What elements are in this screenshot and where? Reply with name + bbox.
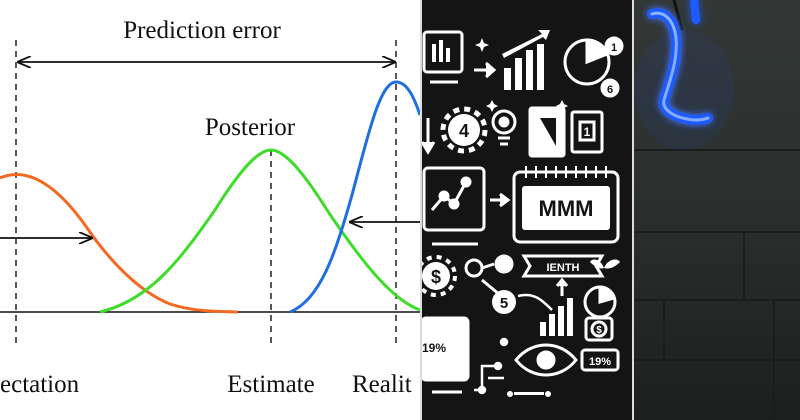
likelihood-curve [289, 80, 420, 314]
posterior-curve [99, 148, 420, 314]
sparkle-icons [475, 38, 568, 112]
pie-badge-1: 1 [611, 42, 617, 54]
network-icon [464, 254, 514, 302]
circuit-line-icon [474, 337, 509, 395]
document-icon [528, 106, 604, 158]
lightbulb-icon [491, 109, 517, 146]
estimate-label: Estimate [227, 371, 314, 398]
neon-sign-icon [647, 0, 713, 126]
connector-dots [507, 391, 551, 397]
gear-icon [440, 106, 488, 154]
neon-wire [672, 0, 684, 31]
line-chart-monitor-icon [422, 166, 486, 246]
wall-tile-lines [634, 149, 800, 420]
dollar-sign: $ [431, 267, 441, 287]
prediction-error-diagram: Prediction error Posterior ectation Esti… [0, 0, 420, 420]
diagram-canvas: Prediction error Posterior ectation Esti… [0, 17, 420, 398]
bar-chart-icon [502, 30, 550, 90]
document-number: 1 [584, 125, 591, 139]
dollar-badge-sign: $ [596, 325, 602, 336]
posterior-label: Posterior [205, 114, 296, 141]
percent-right: 19% [589, 356, 611, 368]
ribbon-icon [521, 254, 605, 296]
percent-monitor-icon [422, 316, 470, 394]
neon-sign-photo [634, 0, 800, 420]
pie-chart-icon [563, 36, 624, 98]
pie-badge-6: 6 [607, 84, 613, 96]
coin-number: 5 [500, 295, 508, 312]
percent-badge-icon [580, 348, 620, 372]
leaf-icon [590, 259, 620, 269]
arrow-right-icon-2 [490, 192, 511, 208]
neon-reflection [634, 30, 734, 150]
reality-label: Realit [352, 371, 412, 398]
dollar-badge-icon [584, 316, 614, 342]
calendar-text: MMM [539, 196, 594, 221]
wall-background [634, 0, 800, 420]
percent-left: 19% [422, 341, 446, 355]
arrow-right-icon [474, 61, 497, 79]
expectation-label: ectation [0, 371, 80, 398]
pie-chart-small-icon [583, 285, 617, 319]
analytics-icon-collage: 1 6 4 [420, 0, 634, 420]
coin-icon [492, 290, 553, 314]
eye-icon [514, 343, 578, 377]
ribbon-text: IENTH [547, 262, 580, 274]
gear-number: 4 [459, 121, 469, 141]
monitor-icon [422, 30, 464, 84]
bar-chart-small-icon [540, 298, 573, 336]
icon-canvas: 1 6 4 [422, 30, 624, 397]
arrow-down-icon [422, 118, 436, 155]
calendar-icon [512, 166, 620, 244]
prior-curve [0, 173, 239, 314]
prediction-error-label: Prediction error [123, 17, 281, 44]
neon-canvas [634, 0, 800, 420]
dollar-gear-icon [422, 255, 457, 297]
